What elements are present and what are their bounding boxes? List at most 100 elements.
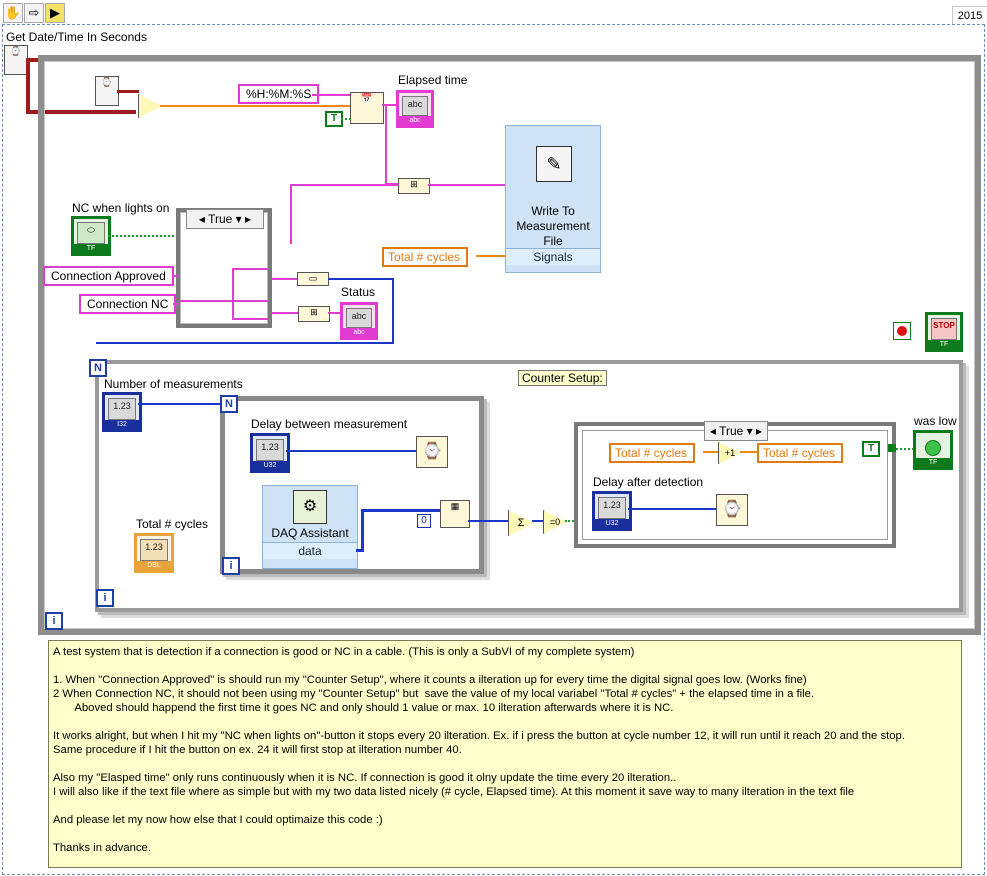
u32-tag: U32 (253, 461, 287, 470)
case-output-tunnel (888, 444, 896, 452)
comment-line (53, 827, 957, 841)
timestamp-wire-3 (26, 58, 30, 112)
zero-constant[interactable]: 0 (417, 514, 431, 528)
detection-case-selector[interactable]: ◂ True ▾ ▸ (704, 421, 768, 441)
stop-terminal (893, 322, 911, 340)
inner-case-selector-value: True (719, 424, 744, 438)
inner-case-left-arrow-icon[interactable]: ◂ (709, 424, 716, 438)
signals-wire (428, 184, 506, 186)
abc-icon: abc (402, 96, 428, 116)
while-loop[interactable] (38, 55, 981, 635)
case-to-merge-wire (290, 184, 292, 244)
version-tab: 2015 (952, 6, 987, 25)
status-indicator[interactable]: abc abc (340, 302, 378, 340)
while-loop-iteration-terminal: i (45, 612, 63, 630)
case-dropdown-icon[interactable]: ▾ (235, 212, 242, 226)
run-continuously-icon[interactable]: ▶ (45, 3, 65, 23)
format-date-time-node[interactable]: 📅 (350, 92, 384, 124)
connection-nc-constant[interactable]: Connection NC (79, 294, 177, 314)
comment-line (53, 659, 957, 673)
comment-line: It works alright, but when I hit my "NC … (53, 730, 905, 742)
total-cycles-write-local[interactable]: Total # cycles (757, 443, 844, 463)
timestamp-wire (26, 58, 40, 62)
delay-after-control[interactable]: 1.23 U32 (592, 491, 632, 531)
abc-tag: abc (399, 116, 431, 125)
inner-for-count-terminal: N (220, 395, 238, 413)
status-abc-icon: abc (346, 308, 372, 328)
num-icon: 1.23 (108, 398, 136, 420)
wait-after-node[interactable]: ⌚ (716, 494, 748, 526)
operate-hand-icon[interactable]: ✋ (3, 3, 23, 23)
connection-case-selector[interactable]: ◂ True ▾ ▸ (186, 209, 264, 229)
comment-line: And please let my now how else that I co… (53, 814, 383, 826)
delay-after-wire (628, 508, 716, 510)
nc-lights-on-label: NC when lights on (72, 201, 170, 215)
stop-tf-tag: TF (928, 340, 960, 349)
case-internal-wire-h2 (232, 318, 268, 320)
case-to-merge-wire-h (290, 184, 398, 186)
elapsed-time-indicator[interactable]: abc abc (396, 90, 434, 128)
status-abc-tag: abc (343, 328, 375, 337)
comment-line: 1. When "Connection Approved" is should … (53, 674, 807, 686)
number-of-measurements-control[interactable]: 1.23 I32 (102, 392, 142, 432)
increment-out-wire (740, 451, 758, 453)
daq-icon: ⚙ (293, 490, 327, 524)
inner-case-dropdown-icon[interactable]: ▾ (746, 424, 753, 438)
connection-approved-constant[interactable]: Connection Approved (43, 266, 174, 286)
total-cycles-indicator[interactable]: 1.23 DBL (134, 533, 174, 573)
was-low-led[interactable]: TF (913, 430, 953, 470)
dbl-tag: DBL (137, 561, 171, 570)
data-wire-h (361, 509, 441, 512)
daq-title: DAQ Assistant (271, 526, 349, 540)
status-blue-wire-h (96, 342, 394, 344)
get-date-time-node[interactable]: ⌚ (4, 45, 28, 75)
total-cycles-read-local[interactable]: Total # cycles (609, 443, 696, 463)
string-to-path-node[interactable]: ▭ (297, 272, 329, 286)
dbl-icon: 1.23 (140, 539, 168, 561)
true-wire (341, 118, 351, 120)
tf-tag: TF (74, 244, 108, 253)
daq-data-output[interactable]: data (263, 542, 357, 559)
step-arrow-icon[interactable]: ⇨ (24, 3, 44, 23)
comment-line: Thanks in advance. (53, 842, 151, 854)
delay-between-label: Delay between measurement (251, 417, 408, 431)
was-low-tf-tag: TF (916, 458, 950, 467)
number-of-measurements-label: Number of measurements (104, 377, 243, 391)
was-low-true-constant[interactable]: T (862, 441, 880, 457)
total-cycles-local-variable[interactable]: Total # cycles (382, 247, 469, 267)
nc-lights-on-button[interactable]: ⬭ TF (71, 216, 111, 256)
merge-signals-node[interactable]: ⊞ (398, 178, 430, 194)
counter-setup-label: Counter Setup: (518, 370, 607, 386)
inner-case-right-arrow-icon[interactable]: ▸ (756, 424, 763, 438)
comment-line (53, 799, 957, 813)
case-internal-wire-h (232, 268, 268, 270)
case-selector-value: True (208, 212, 233, 226)
comment-line: Aboved should happend the first time it … (53, 702, 674, 714)
sum-wire (468, 520, 508, 522)
status-label: Status (341, 285, 376, 299)
stop-label: STOP (931, 318, 957, 340)
data-wire (356, 549, 364, 552)
stop-button[interactable]: STOP TF (925, 312, 963, 352)
case-right-arrow-icon[interactable]: ▸ (245, 212, 252, 226)
get-date-time-inner-node[interactable]: ⌚ (95, 76, 119, 106)
was-low-wire (896, 448, 914, 450)
index-array-node[interactable]: ▦ (440, 500, 470, 528)
nc-lights-wire (108, 235, 182, 237)
delay-between-control[interactable]: 1.23 U32 (250, 433, 290, 473)
write-to-measurement-file-vi[interactable]: ✎ Write To Measurement File Signals (505, 125, 601, 273)
write-file-signals-input[interactable]: Signals (506, 248, 600, 265)
formatted-wire (382, 104, 396, 106)
stop-dot-icon (897, 326, 907, 336)
case-left-arrow-icon[interactable]: ◂ (198, 212, 205, 226)
inner-time-wire (117, 90, 139, 93)
comment-line (53, 715, 957, 729)
timestamp-wire-2 (26, 110, 136, 114)
approved-wire (173, 275, 179, 277)
format-string-constant[interactable]: %H:%M:%S (238, 84, 320, 104)
wait-ms-node[interactable]: ⌚ (416, 436, 448, 468)
comment-line: A test system that is detection if a con… (53, 646, 635, 658)
merge-status-node[interactable]: ⊞ (298, 306, 330, 322)
delay-after-num-icon: 1.23 (598, 497, 626, 519)
daq-assistant-vi[interactable]: ⚙ DAQ Assistant data (262, 485, 358, 569)
